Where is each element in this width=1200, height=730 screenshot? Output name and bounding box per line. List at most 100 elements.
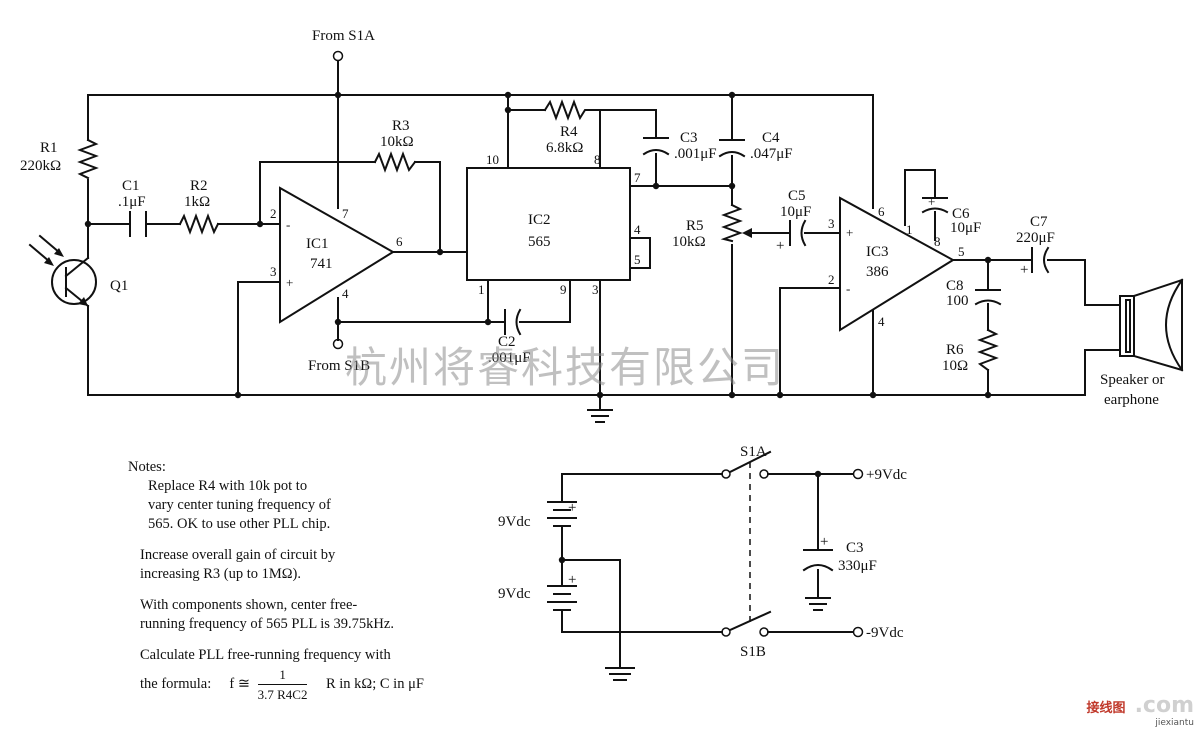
phototransistor-q1 xyxy=(28,234,97,308)
terminal-from-s1b xyxy=(332,338,344,350)
capacitor-c2 xyxy=(504,308,522,336)
capacitor-c8 xyxy=(974,289,1002,306)
svg-text:4: 4 xyxy=(878,314,885,329)
label-c1: C1 xyxy=(122,178,140,194)
resistor-r1 xyxy=(77,138,99,180)
label-neg9: -9Vdc xyxy=(866,625,904,641)
potentiometer-r5 xyxy=(720,203,761,243)
label-c3: C3 xyxy=(680,130,698,146)
svg-text:6: 6 xyxy=(878,204,885,219)
svg-text:2: 2 xyxy=(270,206,277,221)
label-c3b-plus: + xyxy=(820,534,828,550)
svg-text:3: 3 xyxy=(592,282,599,297)
label-from-s1a: From S1A xyxy=(312,28,375,44)
label-r3: R3 xyxy=(392,118,410,134)
label-ic1-part: 741 xyxy=(310,256,333,272)
label-r6-val: 10Ω xyxy=(942,358,968,374)
label-r1-val: 220kΩ xyxy=(20,158,61,174)
formula-f: f ≅ xyxy=(229,675,251,692)
capacitor-c6 xyxy=(921,197,949,214)
label-speaker-2: earphone xyxy=(1104,392,1159,408)
capacitor-c3-330 xyxy=(802,549,834,572)
power-wires xyxy=(561,473,853,681)
label-r2-val: 1kΩ xyxy=(184,194,210,210)
svg-text:+: + xyxy=(846,225,853,240)
label-pos9: +9Vdc xyxy=(866,467,907,483)
site-logo-com: .com xyxy=(1134,693,1194,718)
label-r4-val: 6.8kΩ xyxy=(546,140,583,156)
label-ic3-part: 386 xyxy=(866,264,889,280)
label-ic2: IC2 xyxy=(528,212,551,228)
label-c1-val: .1μF xyxy=(118,194,146,210)
label-c3-val: .001μF xyxy=(674,146,717,162)
formula-fraction: 1 3.7 R4C2 xyxy=(257,665,308,704)
label-r5: R5 xyxy=(686,218,704,234)
label-ic2-part: 565 xyxy=(528,234,551,250)
label-c3b: C3 xyxy=(846,540,864,556)
formula-line: the formula: f ≅ 1 3.7 R4C2 R in kΩ; C i… xyxy=(140,665,488,704)
site-logo-cn: 接线图 xyxy=(1086,701,1126,716)
capacitor-c3 xyxy=(642,137,670,156)
component-labels: From S1A From S1B R1 220kΩ C1 .1μF R2 1k… xyxy=(20,28,1165,660)
pin-labels: - + + - 2 3 4 6 7 10 8 7 4 5 1 9 3 3 2 6… xyxy=(270,152,965,329)
svg-text:4: 4 xyxy=(634,222,641,237)
svg-text:5: 5 xyxy=(634,252,641,267)
label-c5-val: 10μF xyxy=(780,204,811,220)
svg-text:-: - xyxy=(846,281,850,296)
terminal-pos9 xyxy=(852,468,864,480)
pll-ic2 xyxy=(466,167,631,281)
capacitor-c1 xyxy=(129,211,147,237)
label-q1: Q1 xyxy=(110,278,128,294)
notes-heading: Notes: xyxy=(128,459,166,475)
svg-text:9: 9 xyxy=(560,282,567,297)
capacitor-c7 xyxy=(1031,246,1050,274)
label-ic3: IC3 xyxy=(866,244,889,260)
site-logo: 接线图 .com jiexiantu xyxy=(1086,693,1194,728)
label-ic1: IC1 xyxy=(306,236,329,252)
resistor-r2 xyxy=(178,213,220,235)
note-line: running frequency of 565 PLL is 39.75kHz… xyxy=(140,616,394,632)
label-r2: R2 xyxy=(190,178,208,194)
watermark: 杭州将睿科技有限公司 xyxy=(345,343,786,392)
svg-text:10: 10 xyxy=(486,152,499,167)
label-c3b-val: 330μF xyxy=(838,558,877,574)
note-line: vary center tuning frequency of xyxy=(148,497,331,513)
label-c6-val: 10μF xyxy=(950,220,981,236)
svg-text:6: 6 xyxy=(396,234,403,249)
battery-2 xyxy=(547,585,577,619)
svg-text:7: 7 xyxy=(634,170,641,185)
label-r4: R4 xyxy=(560,124,578,140)
label-bat1: 9Vdc xyxy=(498,514,531,530)
label-c4-val: .047μF xyxy=(750,146,793,162)
label-c8: C8 xyxy=(946,278,964,294)
site-logo-en: jiexiantu xyxy=(1155,718,1194,728)
note-line: With components shown, center free- xyxy=(140,597,358,613)
label-s1b: S1B xyxy=(740,644,766,660)
resistor-r3 xyxy=(373,151,417,173)
svg-text:7: 7 xyxy=(342,206,349,221)
label-c7-plus: + xyxy=(1020,262,1028,278)
label-c2: C2 xyxy=(498,334,516,350)
note-line: Increase overall gain of circuit by xyxy=(140,547,336,563)
svg-text:2: 2 xyxy=(828,272,835,287)
label-c4: C4 xyxy=(762,130,780,146)
label-c6: C6 xyxy=(952,206,970,222)
svg-text:3: 3 xyxy=(270,264,277,279)
label-r6: R6 xyxy=(946,342,964,358)
battery-1 xyxy=(547,501,577,533)
formula-units: R in kΩ; C in μF xyxy=(325,675,424,692)
terminal-neg9 xyxy=(852,626,864,638)
label-bat1-plus: + xyxy=(568,500,576,516)
formula-numerator: 1 xyxy=(257,665,308,685)
label-c7: C7 xyxy=(1030,214,1048,230)
formula-prefix: the formula: xyxy=(140,675,212,692)
speaker-icon xyxy=(1119,278,1184,372)
svg-text:5: 5 xyxy=(958,244,965,259)
svg-text:+: + xyxy=(286,275,293,290)
svg-text:1: 1 xyxy=(906,222,913,237)
label-from-s1b: From S1B xyxy=(308,358,370,374)
junction-dots xyxy=(84,91,992,399)
svg-text:-: - xyxy=(286,217,290,232)
label-c2-val: .001μF xyxy=(488,350,531,366)
